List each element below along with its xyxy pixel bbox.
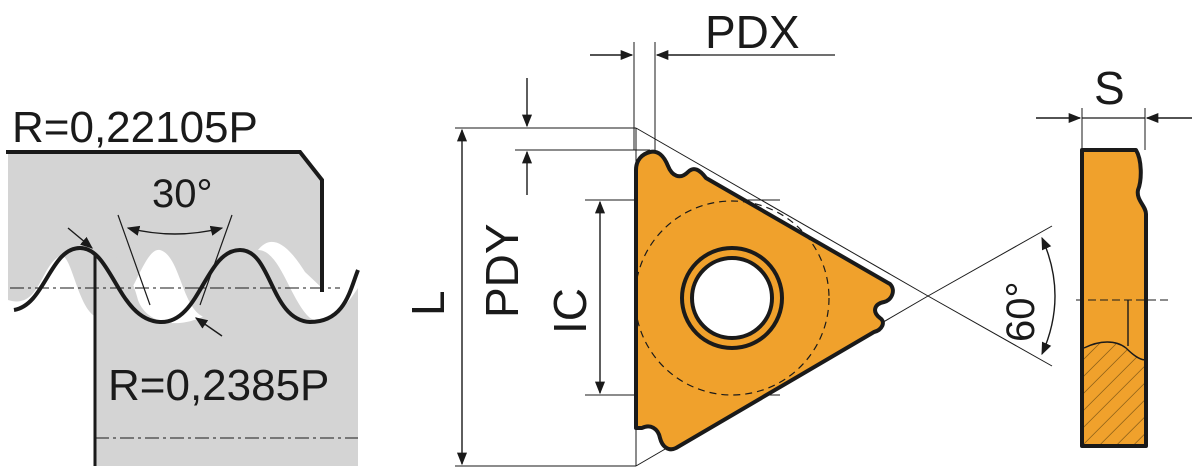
thread-profile-view: R=0,22105P 30° R=0,2385P: [6, 103, 360, 466]
thickness-label: S: [1094, 62, 1125, 114]
radius-bottom-label: R=0,2385P: [108, 361, 329, 410]
length-label: L: [402, 290, 454, 316]
hole-section-line: [1083, 341, 1147, 361]
pdx-label: PDX: [705, 6, 800, 58]
angle-line-lower: [927, 295, 1053, 367]
radius-top-arrow: [67, 227, 93, 249]
insert-side-hatched-section: [1084, 342, 1144, 444]
workpiece-lower: [95, 250, 358, 466]
angle-line-upper: [927, 225, 1053, 297]
flank-angle-label: 30°: [152, 172, 213, 216]
triangle-edge-top: [635, 127, 929, 297]
workpiece-top-edge: [6, 150, 324, 292]
angle-arc: [1041, 236, 1056, 356]
mounting-hole: [690, 256, 774, 340]
radius-top-label: R=0,22105P: [12, 103, 258, 152]
flank-line-left: [117, 214, 151, 306]
pdy-label: PDY: [476, 223, 528, 318]
included-angle-label: 60°: [999, 282, 1043, 343]
radius-bottom-arrow: [194, 317, 223, 337]
flank-angle-arc: [126, 225, 224, 236]
ic-label: IC: [544, 288, 596, 334]
thread-wave: [13, 245, 360, 325]
flank-line-right: [199, 214, 233, 306]
inscribed-circle: [634, 200, 830, 396]
insert-top-view: PDX PDY L IC 60°: [402, 6, 1056, 467]
insert-side-view: S: [1036, 62, 1192, 448]
